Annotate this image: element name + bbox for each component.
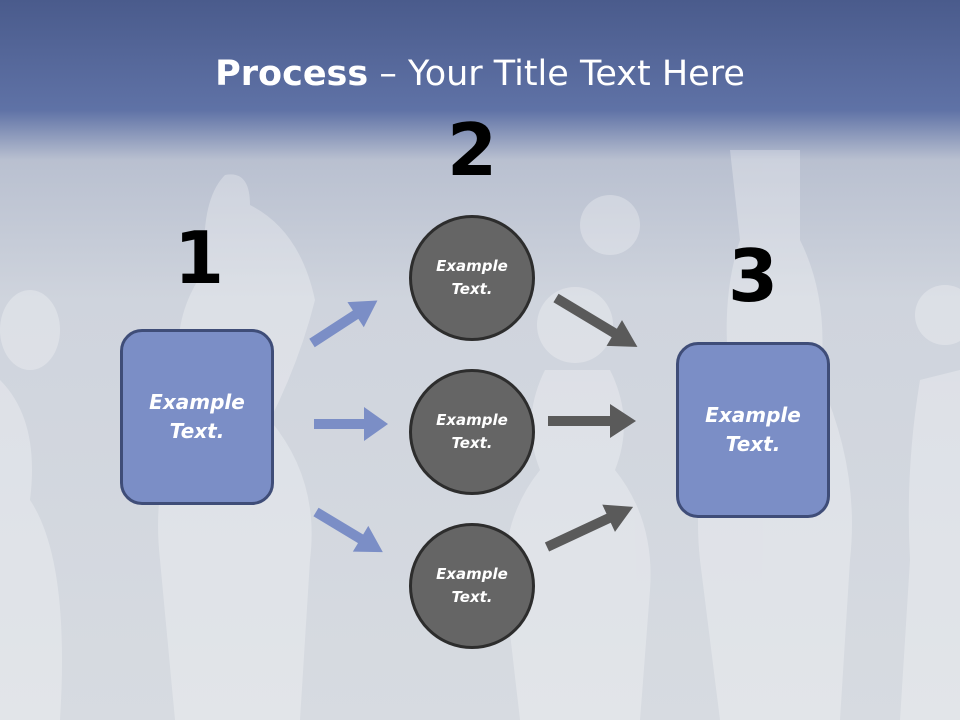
- arrow-blue-down-icon: [313, 507, 383, 553]
- circle-bottom-text: Example Text.: [436, 565, 508, 606]
- circle-middle-text: Example Text.: [436, 411, 508, 452]
- slide-title: Process – Your Title Text Here: [0, 52, 960, 96]
- step-number-1: 1: [173, 216, 225, 300]
- step-number-2: 2: [446, 108, 498, 192]
- process-circle-top: Example Text.: [409, 215, 535, 341]
- left-box-text: Example Text.: [149, 390, 245, 443]
- circle-top-text: Example Text.: [436, 257, 508, 298]
- arrow-gray-down-icon: [553, 293, 638, 347]
- right-box-text: Example Text.: [705, 403, 801, 456]
- title-rest: – Your Title Text Here: [368, 54, 745, 94]
- arrow-gray-right-icon: [548, 404, 636, 438]
- arrow-blue-up-icon: [309, 300, 378, 348]
- right-process-box: Example Text.: [676, 342, 830, 518]
- title-bold: Process: [215, 54, 369, 94]
- arrow-blue-right-icon: [314, 407, 388, 441]
- left-process-box: Example Text.: [120, 329, 274, 505]
- process-circle-bottom: Example Text.: [409, 523, 535, 649]
- step-number-3: 3: [727, 234, 779, 318]
- arrow-gray-up-icon: [544, 504, 634, 552]
- process-circle-middle: Example Text.: [409, 369, 535, 495]
